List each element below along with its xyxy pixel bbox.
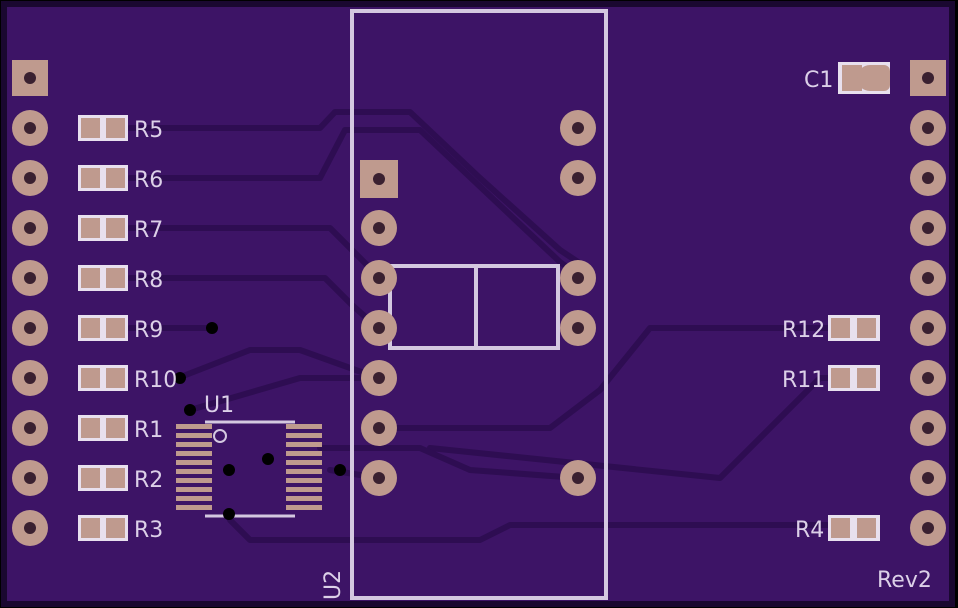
trace [175, 347, 381, 381]
pin[interactable] [12, 260, 48, 296]
label-revision: Rev2 [877, 568, 932, 593]
silkscreen-labels: R5 R6 R7 R8 R9 R10 R1 R2 R3 U1 C1 R12 R1… [134, 68, 932, 600]
u2-module[interactable] [350, 9, 608, 600]
label-r12: R12 [782, 318, 825, 343]
pin[interactable] [910, 160, 946, 196]
u2-pin[interactable] [361, 260, 397, 296]
resistor-r5[interactable] [78, 115, 128, 141]
u2-pin[interactable] [560, 260, 596, 296]
u2-pin[interactable] [361, 410, 397, 446]
u2-outline [350, 9, 608, 600]
trace [127, 275, 381, 331]
via [262, 453, 274, 465]
trace [127, 225, 383, 281]
trace [227, 517, 833, 543]
label-r3: R3 [134, 518, 163, 543]
right-header [910, 60, 946, 546]
u2-pin-hole [373, 173, 385, 185]
pin[interactable] [12, 160, 48, 196]
label-r9: R9 [134, 318, 163, 343]
u2-pin[interactable] [361, 310, 397, 346]
vias [174, 322, 346, 520]
resistor-r4[interactable] [828, 515, 880, 541]
label-r1: R1 [134, 418, 163, 443]
label-r7: R7 [134, 218, 163, 243]
capacitor-c1[interactable] [838, 62, 890, 94]
u2-pin[interactable] [560, 110, 596, 146]
pin[interactable] [12, 310, 48, 346]
pin-hole [922, 72, 934, 84]
resistor-r1[interactable] [78, 415, 128, 441]
pin-hole [24, 72, 36, 84]
label-r10: R10 [134, 368, 177, 393]
left-header [12, 60, 48, 546]
resistor-r8[interactable] [78, 265, 128, 291]
pin[interactable] [910, 360, 946, 396]
u2-pin[interactable] [361, 460, 397, 496]
resistor-r12[interactable] [828, 315, 880, 341]
label-r4: R4 [795, 518, 824, 543]
label-c1: C1 [804, 68, 833, 93]
resistor-r2[interactable] [78, 465, 128, 491]
label-r11: R11 [782, 368, 825, 393]
pin[interactable] [910, 260, 946, 296]
label-u2: U2 [321, 570, 346, 600]
trace [375, 325, 833, 431]
u2-pin[interactable] [361, 210, 397, 246]
pin[interactable] [910, 210, 946, 246]
pin[interactable] [910, 110, 946, 146]
pin[interactable] [12, 360, 48, 396]
pin[interactable] [12, 460, 48, 496]
u1-pin1-marker [213, 429, 227, 443]
pin[interactable] [12, 410, 48, 446]
trace [317, 445, 581, 481]
via [206, 322, 218, 334]
pin[interactable] [12, 110, 48, 146]
resistor-r6[interactable] [78, 165, 128, 191]
left-resistors [78, 115, 128, 541]
label-u1: U1 [204, 393, 234, 418]
u1-pads-left[interactable] [176, 424, 212, 510]
via [174, 372, 186, 384]
resistor-r7[interactable] [78, 215, 128, 241]
pin[interactable] [12, 510, 48, 546]
u2-pin[interactable] [560, 460, 596, 496]
via [184, 404, 196, 416]
pin[interactable] [910, 460, 946, 496]
via [223, 464, 235, 476]
resistor-r10[interactable] [78, 365, 128, 391]
u2-pin[interactable] [560, 310, 596, 346]
trace [127, 127, 581, 278]
pin[interactable] [910, 510, 946, 546]
label-r2: R2 [134, 468, 163, 493]
pin[interactable] [910, 410, 946, 446]
pin[interactable] [910, 310, 946, 346]
resistor-r3[interactable] [78, 515, 128, 541]
label-r5: R5 [134, 118, 163, 143]
via [223, 508, 235, 520]
u2-pin[interactable] [560, 160, 596, 196]
via [334, 464, 346, 476]
right-resistors [828, 315, 880, 541]
label-r6: R6 [134, 168, 163, 193]
trace [127, 109, 581, 265]
label-r8: R8 [134, 268, 163, 293]
u1-pads-right[interactable] [286, 424, 322, 510]
resistor-r9[interactable] [78, 315, 128, 341]
u1-chip[interactable] [176, 420, 322, 518]
pin[interactable] [12, 210, 48, 246]
resistor-r11[interactable] [828, 365, 880, 391]
u2-pin[interactable] [361, 360, 397, 396]
